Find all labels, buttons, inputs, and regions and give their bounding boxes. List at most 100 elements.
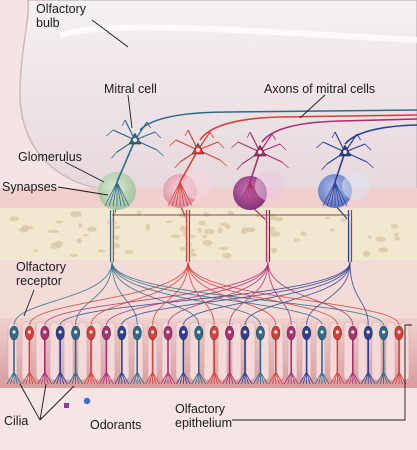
mitral-tuft (237, 181, 251, 207)
label-mitral-cell: Mitral cell (104, 82, 157, 96)
mitral-branch (246, 131, 251, 139)
receptor-cilium (283, 371, 292, 385)
label-synapses: Synapses (2, 180, 57, 194)
mitral-branch (106, 129, 114, 137)
bone-pore (55, 220, 64, 224)
mitral-branch (217, 141, 225, 149)
supporting-cell (217, 321, 228, 381)
mitral-nucleus (196, 148, 200, 152)
bone-pore (220, 222, 228, 226)
receptor-cilium (206, 371, 215, 385)
mitral-branch (111, 151, 118, 159)
leader-synapses (57, 186, 109, 196)
mitral-tuft (249, 181, 255, 207)
mitral-branch (271, 133, 276, 141)
receptor-cilium (225, 371, 230, 385)
receptor-cilium (44, 371, 49, 385)
mitral-branch (174, 161, 181, 169)
receptor-nucleus (397, 330, 401, 334)
bone-pore (124, 249, 134, 254)
receptor-cilium (29, 371, 34, 385)
mitral-branch (366, 161, 374, 169)
leader-lines (19, 19, 412, 421)
mitral-tuft (334, 181, 340, 207)
bone-pore (378, 247, 389, 253)
bone-pore (217, 227, 223, 234)
receptor-cilium (44, 371, 53, 385)
bone-pore (21, 225, 30, 232)
receptor-cilium (191, 371, 200, 385)
odorant-molecules (64, 397, 91, 408)
receptor-nucleus (27, 330, 31, 334)
leader-glomerulus (64, 161, 105, 183)
mitral-tuft (179, 181, 185, 207)
receptor-nucleus (243, 330, 247, 334)
receptor-cilium (253, 371, 261, 385)
bone-pores (9, 210, 401, 259)
receptor-cilium (106, 371, 114, 385)
receptor-cilium (256, 371, 261, 385)
receptor-cilium (136, 371, 142, 385)
mitral-branch (281, 161, 289, 169)
receptor-nucleus (274, 330, 278, 334)
mitral-tuft (167, 181, 181, 207)
receptor-cilium (167, 371, 172, 385)
bone-pore (170, 234, 181, 238)
receptor-nucleus (382, 330, 386, 334)
receptor-cilium (345, 371, 354, 385)
bone-pore (114, 235, 120, 241)
mitral-cells (104, 119, 374, 207)
receptor-cilium (176, 371, 184, 385)
receptor-cilium (268, 371, 277, 385)
receptor-cilium (306, 371, 311, 385)
bone-pore (97, 249, 106, 253)
mitral-tuft (249, 181, 259, 207)
receptor-cilium (244, 371, 253, 385)
receptor-cilium (194, 371, 200, 385)
mitral-tuft (108, 181, 118, 207)
receptor-cilium (321, 371, 330, 385)
receptor-cilium (121, 371, 130, 385)
receptor-cilium (348, 371, 354, 385)
label-glomerulus: Glomerulus (18, 150, 82, 164)
bone-pore (390, 224, 399, 229)
label-cilia: Cilia (4, 414, 29, 428)
receptor-cilium (117, 371, 123, 385)
supporting-cell (63, 321, 74, 381)
supporting-cell (231, 321, 242, 381)
receptor-nucleus (320, 330, 324, 334)
receptor-cilium (145, 371, 153, 385)
mitral-tuft (116, 181, 126, 207)
bone-pore (113, 226, 121, 229)
mitral-nucleus (258, 150, 262, 154)
receptor-cilium (318, 371, 323, 385)
receptor-cilium (106, 371, 111, 385)
receptor-cilium (152, 371, 160, 385)
receptor-nucleus (12, 330, 16, 334)
receptor-nucleus (366, 330, 370, 334)
mitral-tuft (322, 181, 336, 207)
mitral-branch (364, 143, 372, 151)
bone-pore (218, 247, 230, 251)
bone-pore (330, 228, 335, 232)
receptor-cilium (22, 371, 30, 385)
label-olfactory-epithelium: Olfactory epithelium (175, 402, 232, 430)
receptor-cilium (367, 371, 373, 385)
mitral-branch (231, 141, 239, 149)
receptor-cilium (391, 371, 400, 385)
mitral-branch (184, 129, 189, 137)
receptor-cilium (68, 371, 76, 385)
receptor-cilium (337, 371, 345, 385)
receptor-cilium (337, 371, 342, 385)
receptor-axon (249, 204, 354, 326)
receptor-cilium (275, 371, 280, 385)
mitral-tuft (326, 181, 336, 207)
mitral-branch (236, 163, 243, 171)
receptor-cilium (229, 371, 237, 385)
receptor-nucleus (151, 330, 155, 334)
receptor-cilium (179, 371, 184, 385)
receptor-nucleus (351, 330, 355, 334)
receptor-cilium (260, 371, 268, 385)
mitral-tuft (116, 181, 130, 207)
